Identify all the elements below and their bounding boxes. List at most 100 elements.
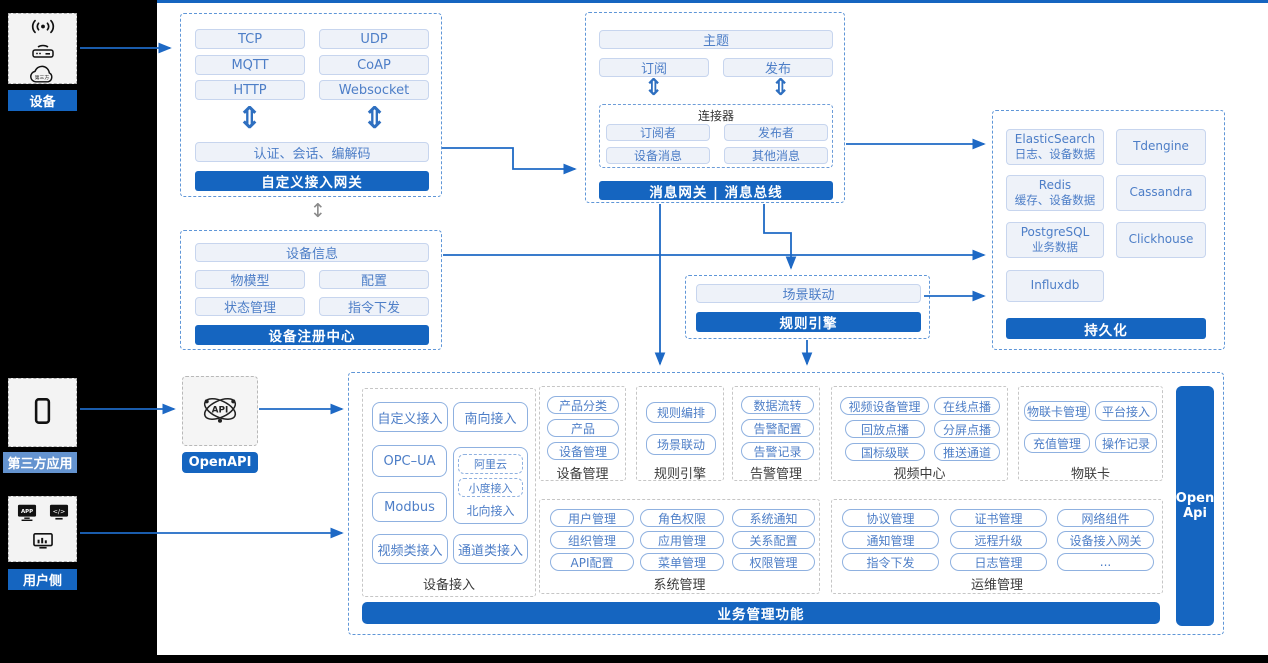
api-config-node: API配置 <box>550 553 634 571</box>
product-node: 产品 <box>547 419 619 437</box>
phone-icon <box>34 397 51 429</box>
recharge-mgmt-node: 充值管理 <box>1024 433 1090 453</box>
device-access-label: 设备接入 <box>422 578 475 593</box>
protocol-websocket: Websocket <box>319 80 429 100</box>
device-access-section: 自定义接入 南向接入 OPC–UA 阿里云 小度接入 北向接入 Modbus 视… <box>362 388 536 597</box>
business-title: 业务管理功能 <box>362 602 1160 624</box>
notice-mgmt-node: 通知管理 <box>842 531 939 549</box>
device-icon-box: 第三方 <box>8 13 77 84</box>
alarm-section-label: 告警管理 <box>749 467 802 482</box>
command-dispatch-node2: 指令下发 <box>842 553 939 571</box>
third-party-icon-box <box>8 378 77 447</box>
user-side-icon-box: APP </> <box>8 496 77 562</box>
api-network-icon: API <box>197 390 243 432</box>
arrow-gateway-to-bus <box>442 147 577 175</box>
protocol-tcp: TCP <box>195 29 305 49</box>
modbus-node: Modbus <box>372 492 447 522</box>
rule-section: 规则编排 场景联动 规则引擎 <box>636 386 724 482</box>
message-bus-title: 消息网关 | 消息总线 <box>599 181 833 201</box>
openapi-label: OpenAPI <box>182 452 258 473</box>
db-clickhouse: Clickhouse <box>1116 222 1206 258</box>
device-registry-box: 设备信息 物模型 配置 状态管理 指令下发 设备注册中心 <box>180 230 442 350</box>
system-mgmt-section: 用户管理 角色权限 系统通知 组织管理 应用管理 关系配置 API配置 菜单管理… <box>539 499 820 594</box>
router-icon <box>31 41 55 63</box>
device-message-node: 设备消息 <box>606 147 710 164</box>
south-access-node: 南向接入 <box>453 402 528 432</box>
user-side-rail-label: 用户侧 <box>8 569 77 590</box>
custom-gateway-box: TCP UDP MQTT CoAP HTTP Websocket ⇕ ⇕ 认证、… <box>180 13 442 197</box>
more-node: ... <box>1057 553 1154 571</box>
db-tdengine: Tdengine <box>1116 129 1206 165</box>
third-party-cloud-icon: 第三方 <box>27 65 59 90</box>
other-message-node: 其他消息 <box>724 147 828 164</box>
north-access-group: 阿里云 小度接入 北向接入 <box>453 447 528 524</box>
cert-mgmt-node: 证书管理 <box>950 509 1047 527</box>
updown-arrow-icon: ⇕ <box>771 75 791 101</box>
permission-mgmt-node: 权限管理 <box>732 553 815 571</box>
operation-record-node: 操作记录 <box>1095 433 1157 453</box>
third-party-rail-label: 第三方应用 <box>3 452 77 473</box>
ops-mgmt-section: 协议管理 证书管理 网络组件 通知管理 远程升级 设备接入网关 指令下发 日志管… <box>831 499 1163 594</box>
updown-arrow-icon: ⇕ <box>644 75 664 101</box>
data-flow-node: 数据流转 <box>741 396 814 414</box>
code-window-icon: </> <box>48 503 70 526</box>
business-box: 自定义接入 南向接入 OPC–UA 阿里云 小度接入 北向接入 Modbus 视… <box>348 372 1224 635</box>
command-dispatch-node: 指令下发 <box>319 297 429 316</box>
persistence-title: 持久化 <box>1006 318 1206 339</box>
custom-access-node: 自定义接入 <box>372 402 448 432</box>
svg-text:</>: </> <box>52 508 65 515</box>
arrow-bus-to-rule-engine <box>763 204 797 270</box>
iot-card-label: 物联卡 <box>1070 467 1110 482</box>
publisher-node: 发布者 <box>724 124 828 141</box>
auth-session-codec: 认证、会话、编解码 <box>195 142 429 162</box>
protocol-mgmt-node: 协议管理 <box>842 509 939 527</box>
iot-card-mgmt-node: 物联卡管理 <box>1024 401 1090 421</box>
push-channel-node: 推送通道 <box>934 443 1000 461</box>
video-access-node: 视频类接入 <box>372 534 448 564</box>
log-mgmt-node: 日志管理 <box>950 553 1047 571</box>
connector-box: 连接器 订阅者 发布者 设备消息 其他消息 <box>599 104 833 168</box>
splitscreen-play-node: 分屏点播 <box>934 420 1000 438</box>
publish-node: 发布 <box>723 58 833 77</box>
north-access-label: 北向接入 <box>466 504 515 518</box>
subscriber-node: 订阅者 <box>606 124 710 141</box>
updown-arrow-icon: ⇕ <box>237 101 263 136</box>
device-mgmt-label: 设备管理 <box>556 467 609 482</box>
svg-text:APP: APP <box>20 509 32 515</box>
connector-title: 连接器 <box>697 109 734 123</box>
device-rail-label: 设备 <box>8 90 77 111</box>
protocol-mqtt: MQTT <box>195 55 305 75</box>
message-bus-box: 主题 订阅 发布 ⇕ ⇕ 连接器 订阅者 发布者 设备消息 其他消息 消息网关 … <box>585 12 845 203</box>
alarm-record-node: 告警记录 <box>741 442 814 460</box>
protocol-http: HTTP <box>195 80 305 100</box>
device-registry-title: 设备注册中心 <box>195 325 429 345</box>
bottom-black-strip <box>0 655 1268 663</box>
ops-mgmt-label: 运维管理 <box>970 578 1023 593</box>
scene-linkage-node2: 场景联动 <box>646 434 716 455</box>
custom-gateway-title: 自定义接入网关 <box>195 171 429 191</box>
protocol-udp: UDP <box>319 29 429 49</box>
remote-upgrade-node: 远程升级 <box>950 531 1047 549</box>
open-api-bar: Open Api <box>1176 386 1214 626</box>
playback-node: 回放点播 <box>845 420 925 438</box>
rule-engine-box: 场景联动 规则引擎 <box>685 275 930 339</box>
alarm-section: 数据流转 告警配置 告警记录 告警管理 <box>732 386 820 482</box>
db-influxdb: Influxdb <box>1006 270 1104 302</box>
rule-orchestration-node: 规则编排 <box>646 402 716 423</box>
thing-model-node: 物模型 <box>195 270 305 289</box>
video-center-section: 视频设备管理 在线点播 回放点播 分屏点播 国标级联 推送通道 视频中心 <box>831 386 1008 482</box>
rule-engine-title: 规则引擎 <box>696 312 921 332</box>
scene-linkage-node: 场景联动 <box>696 284 921 303</box>
channel-access-node: 通道类接入 <box>453 534 528 564</box>
wireless-signal-icon <box>30 18 56 39</box>
video-device-mgmt-node: 视频设备管理 <box>840 397 929 415</box>
svg-text:API: API <box>212 405 229 415</box>
aliyun-node: 阿里云 <box>458 454 523 474</box>
org-mgmt-node: 组织管理 <box>550 531 634 549</box>
app-window-icon: APP <box>16 503 38 526</box>
system-mgmt-label: 系统管理 <box>653 578 706 593</box>
